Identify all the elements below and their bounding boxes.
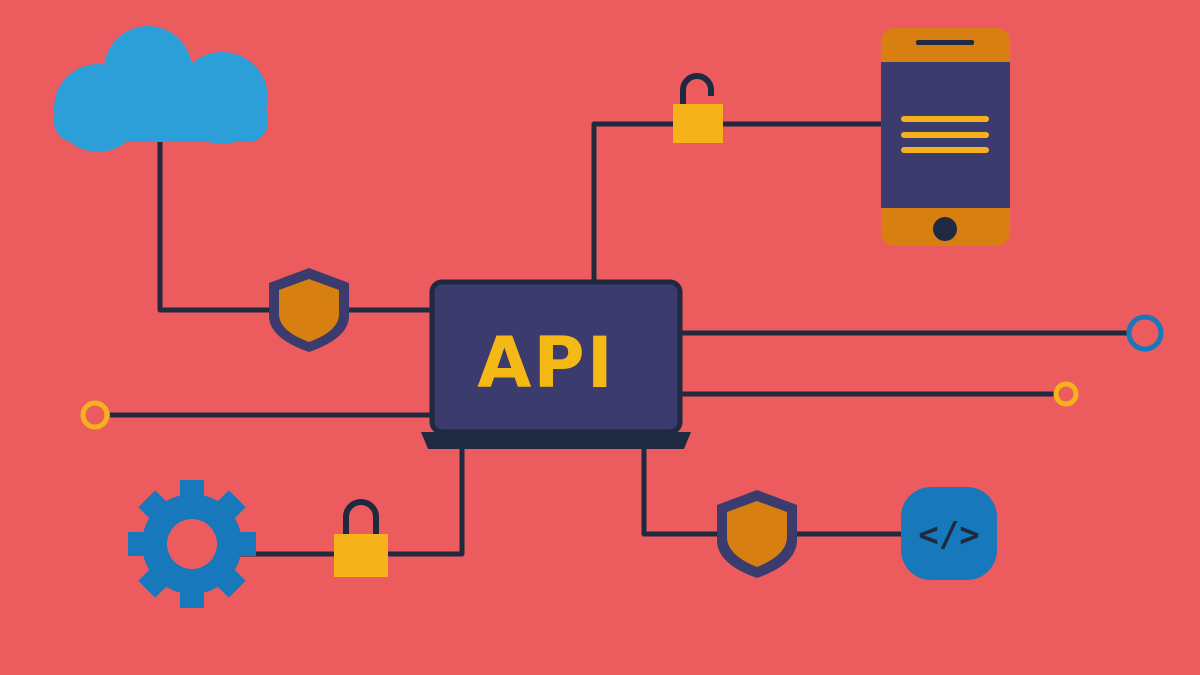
endpoint-ring-blue — [1126, 314, 1164, 352]
mobile-phone-icon — [881, 28, 1010, 246]
phone-connector — [591, 121, 885, 282]
gear-connector — [240, 445, 465, 557]
shield-icon — [269, 268, 349, 352]
endpoint-ring-yellow-right — [1053, 381, 1079, 407]
laptop-icon: API — [421, 279, 691, 449]
lock-icon — [673, 73, 723, 143]
cloud-icon — [54, 26, 268, 152]
code-icon: </> — [901, 487, 997, 580]
shield-icon — [717, 490, 797, 578]
api-label: API — [477, 322, 615, 404]
code-connector — [641, 445, 905, 537]
gear-icon — [128, 480, 256, 608]
lock-icon — [334, 499, 388, 577]
endpoint-ring-yellow-left — [80, 400, 110, 430]
code-badge-label: </> — [918, 515, 979, 555]
